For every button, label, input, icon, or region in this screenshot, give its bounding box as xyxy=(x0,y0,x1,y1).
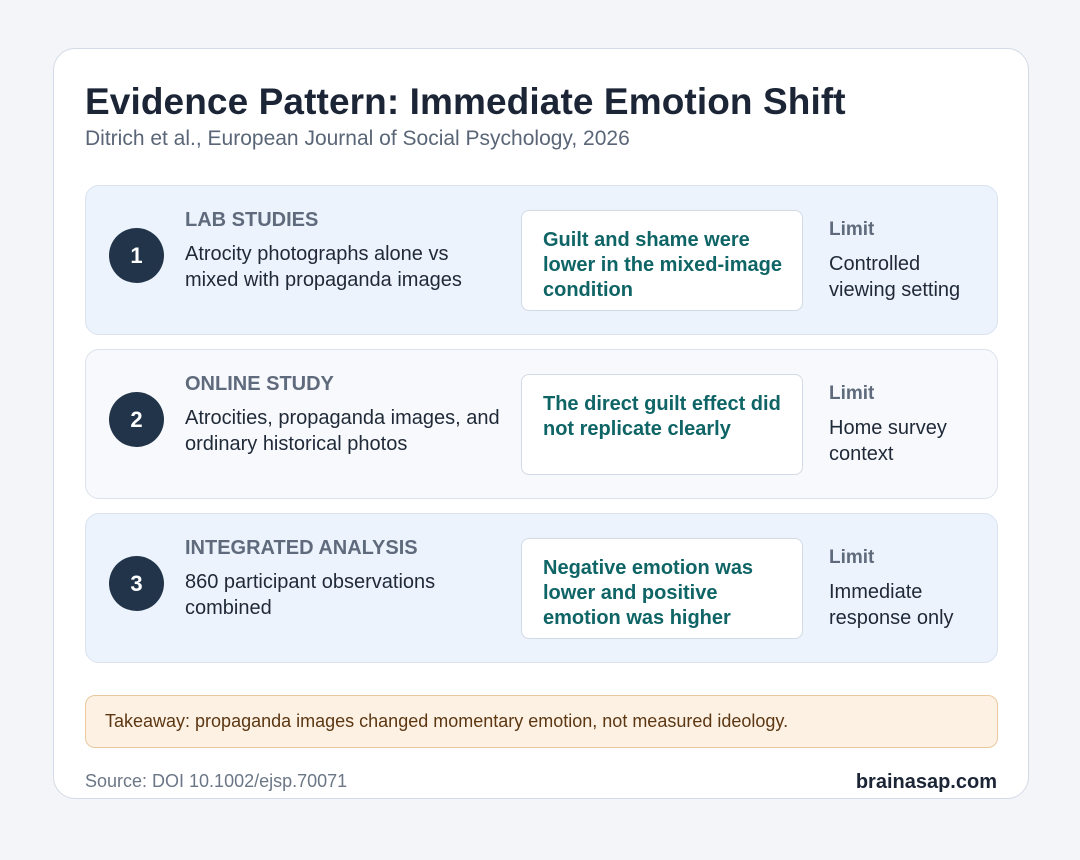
step-number-badge: 1 xyxy=(109,228,164,283)
finding-text: Negative emotion was lower and positive … xyxy=(543,557,754,629)
study-label: LAB STUDIES xyxy=(185,209,319,231)
limit-text: Home survey context xyxy=(829,417,947,465)
limit-label: Limit xyxy=(829,383,875,404)
limit-label: Limit xyxy=(829,547,875,568)
finding-text: The direct guilt effect did not replicat… xyxy=(543,393,781,440)
finding-box: Guilt and shame were lower in the mixed-… xyxy=(521,210,803,311)
evidence-card: Evidence Pattern: Immediate Emotion Shif… xyxy=(53,48,1029,799)
brand-logo-text: brainasap.com xyxy=(855,771,997,793)
study-description: 860 participant observations combined xyxy=(185,571,436,619)
finding-box: Negative emotion was lower and positive … xyxy=(521,538,803,639)
study-description: Atrocities, propaganda images, and ordin… xyxy=(185,407,500,455)
step-number-badge: 2 xyxy=(109,392,164,447)
limit-text: Immediate response only xyxy=(829,581,954,629)
step-number-badge: 3 xyxy=(109,556,164,611)
takeaway-callout: Takeaway: propaganda images changed mome… xyxy=(85,695,998,748)
finding-box: The direct guilt effect did not replicat… xyxy=(521,374,803,475)
study-row-integrated: 3 INTEGRATED ANALYSIS 860 participant ob… xyxy=(85,513,998,663)
study-description: Atrocity photographs alone vs mixed with… xyxy=(185,243,462,291)
study-row-online: 2 ONLINE STUDY Atrocities, propaganda im… xyxy=(85,349,998,499)
limit-text: Controlled viewing setting xyxy=(829,253,961,301)
citation-subtitle: Ditrich et al., European Journal of Soci… xyxy=(85,127,630,150)
source-citation: Source: DOI 10.1002/ejsp.70071 xyxy=(85,771,348,791)
finding-text: Guilt and shame were lower in the mixed-… xyxy=(543,229,782,301)
study-label: INTEGRATED ANALYSIS xyxy=(185,537,418,559)
page-title: Evidence Pattern: Immediate Emotion Shif… xyxy=(85,81,846,122)
study-label: ONLINE STUDY xyxy=(185,373,334,395)
limit-label: Limit xyxy=(829,219,875,240)
study-row-lab: 1 LAB STUDIES Atrocity photographs alone… xyxy=(85,185,998,335)
